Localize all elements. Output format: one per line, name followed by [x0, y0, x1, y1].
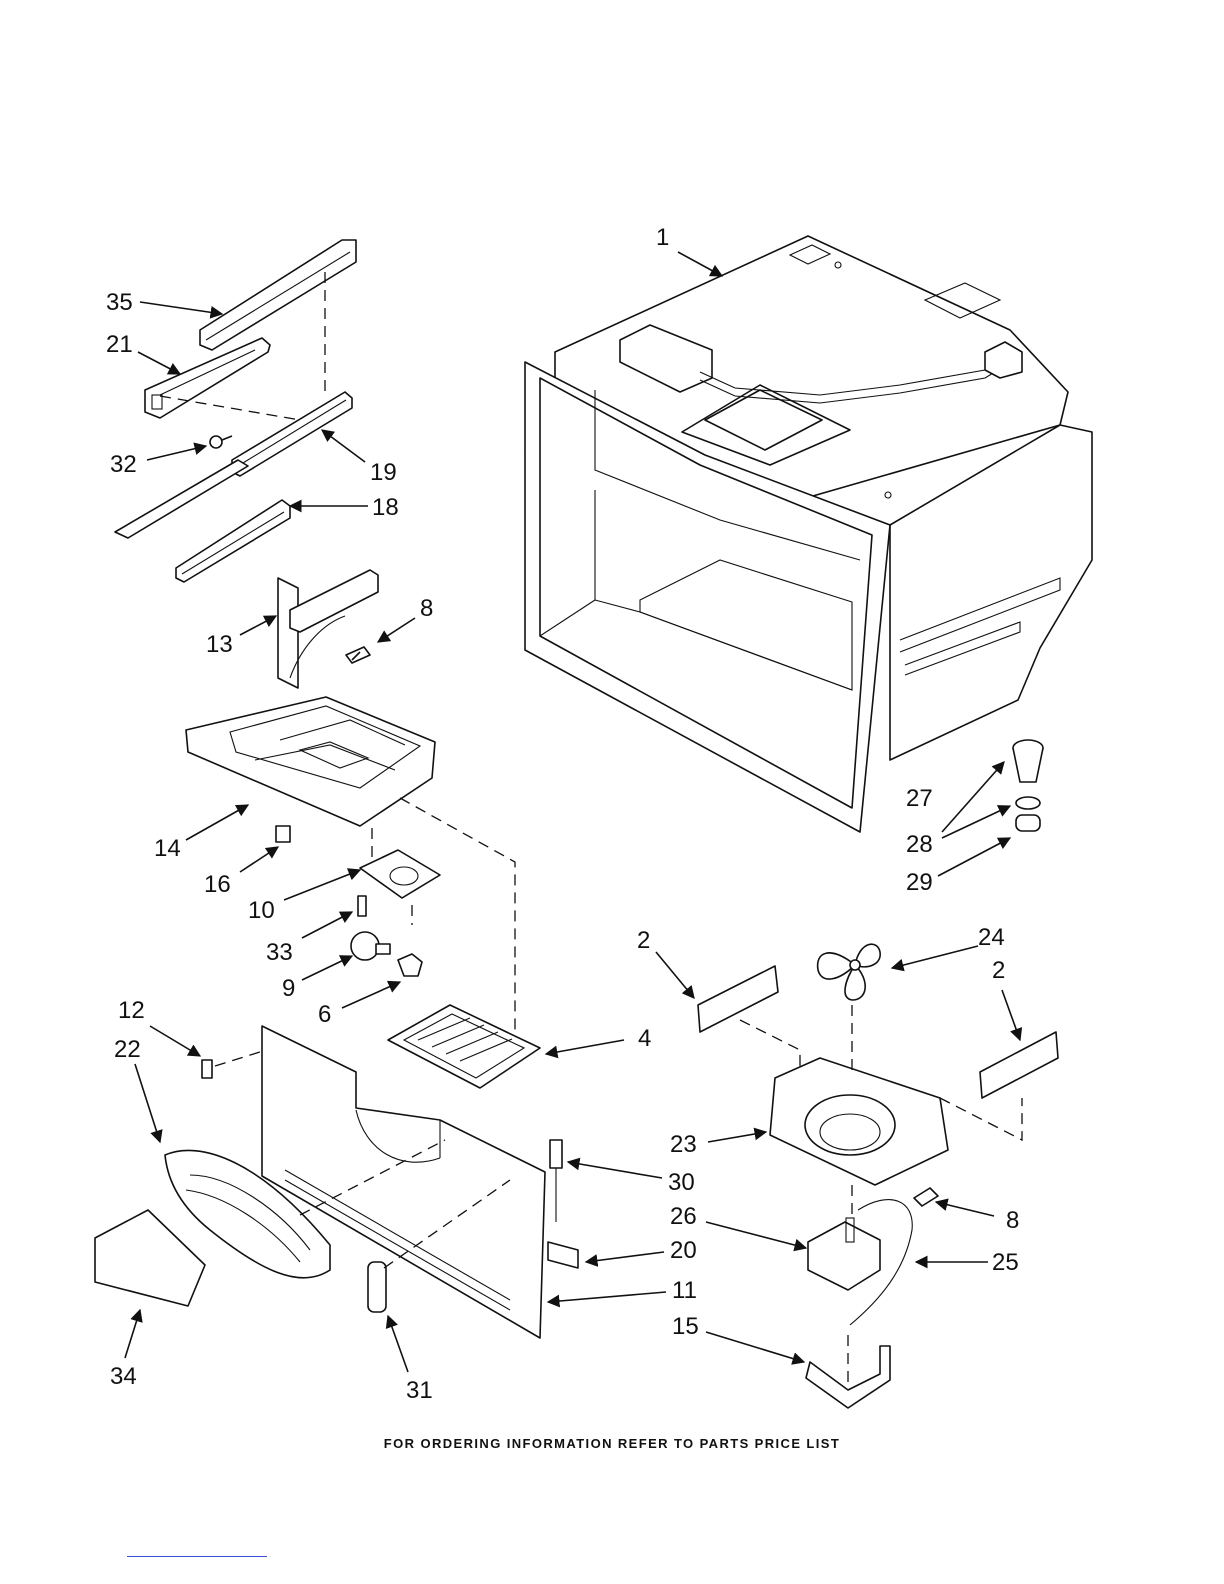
part-20-foam-strip	[548, 1242, 578, 1268]
part-24-fan-blade	[818, 944, 881, 1000]
callout-18: 18	[372, 494, 399, 521]
callout-4: 4	[638, 1025, 651, 1052]
callout-22: 22	[114, 1036, 141, 1063]
part-18-lower-rail	[115, 460, 290, 582]
callout-12: 12	[118, 997, 145, 1024]
callout-14: 14	[154, 835, 181, 862]
part-32-screw	[210, 436, 232, 448]
part-6-socket	[398, 954, 422, 976]
callout-26: 26	[670, 1203, 697, 1230]
callout-16: 16	[204, 871, 231, 898]
ordering-info-note: FOR ORDERING INFORMATION REFER TO PARTS …	[0, 1436, 1224, 1451]
part-29-plug	[1016, 815, 1040, 831]
callout-31: 31	[406, 1377, 433, 1404]
part-16-switch	[276, 826, 290, 842]
callout-23: 23	[670, 1131, 697, 1158]
callout-33: 33	[266, 939, 293, 966]
callout-8a: 8	[420, 595, 433, 622]
callout-2a: 2	[637, 927, 650, 954]
callout-25: 25	[992, 1249, 1019, 1276]
part-21-slide-bracket	[145, 338, 270, 418]
part-12-screw	[202, 1060, 212, 1078]
part-35-rail-cover	[200, 240, 356, 350]
part-31-air-diffuser	[368, 1262, 386, 1312]
part-8-screw-left	[346, 647, 370, 663]
part-28-ring	[1016, 797, 1040, 809]
callout-24: 24	[978, 924, 1005, 951]
callout-2b: 2	[992, 957, 1005, 984]
callout-21: 21	[106, 331, 133, 358]
callout-27: 27	[906, 785, 933, 812]
part-33-screw	[358, 896, 366, 916]
part-2-gasket-pad-left	[698, 966, 778, 1032]
callout-29: 29	[906, 869, 933, 896]
part-1-freezer-liner	[525, 236, 1092, 832]
part-10-light-lens	[360, 850, 440, 898]
callout-30: 30	[668, 1169, 695, 1196]
part-2-gasket-pad-right	[980, 1032, 1058, 1098]
part-26-fan-motor	[808, 1218, 880, 1290]
callout-13: 13	[206, 631, 233, 658]
part-4-drip-tray	[388, 1005, 540, 1088]
callout-28: 28	[906, 831, 933, 858]
part-9-light-bulb	[351, 932, 390, 960]
part-30-thermistor	[550, 1140, 562, 1222]
part-13-mounting-bracket	[278, 570, 378, 688]
callout-10: 10	[248, 897, 275, 924]
part-23-fan-housing	[770, 1058, 948, 1185]
bottom-rule	[127, 1556, 267, 1557]
callout-34: 34	[110, 1363, 137, 1390]
part-27-cap	[1013, 740, 1043, 782]
callout-1: 1	[656, 224, 669, 251]
callout-8b: 8	[1006, 1207, 1019, 1234]
callout-15: 15	[672, 1313, 699, 1340]
callout-6: 6	[318, 1001, 331, 1028]
part-14-light-housing	[186, 697, 435, 826]
callout-19: 19	[370, 459, 397, 486]
part-19-slide-rail	[232, 392, 352, 476]
callout-32: 32	[110, 451, 137, 478]
part-8-screw-right	[914, 1188, 938, 1206]
part-34-grille-cover	[95, 1210, 205, 1306]
callout-9: 9	[282, 975, 295, 1002]
callout-35: 35	[106, 289, 133, 316]
callout-11: 11	[672, 1277, 697, 1304]
callout-20: 20	[670, 1237, 697, 1264]
